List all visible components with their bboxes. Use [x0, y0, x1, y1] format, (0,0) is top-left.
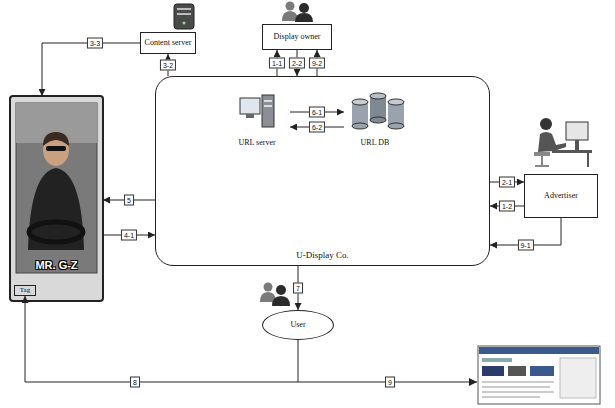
url-db: URL DB: [344, 91, 406, 149]
monitor-stand: [246, 114, 254, 118]
server-tower: [174, 4, 194, 29]
person-body: [538, 132, 566, 152]
callout-number: 7: [293, 283, 303, 294]
server-tower: [262, 95, 274, 127]
person-body: [295, 13, 313, 22]
db-bottom: [388, 123, 404, 129]
connector: [42, 43, 140, 96]
db-body: [388, 102, 404, 126]
node-text: User: [290, 320, 305, 329]
callout-number: 3-2: [160, 60, 176, 71]
monitor: [240, 98, 260, 114]
callout-number: 3-3: [87, 38, 103, 49]
page-block: [560, 358, 596, 398]
page-text-line: [482, 392, 554, 393]
desk: [552, 150, 592, 153]
user-ellipse: User: [262, 310, 334, 340]
owner-box: Display owner: [262, 24, 332, 50]
page-text-line: [482, 387, 550, 388]
db-bottom: [352, 123, 368, 129]
node-text: Content server: [145, 38, 192, 47]
db-top: [370, 93, 386, 99]
callout-number: 6-1: [309, 107, 325, 118]
db-body: [370, 96, 386, 120]
callout-number: 1-1: [269, 58, 285, 69]
display-device: [10, 96, 103, 301]
node-text: Advertiser: [544, 191, 578, 200]
display-screen-area: [16, 103, 97, 273]
node-text: URL DB: [361, 138, 390, 147]
monitor: [566, 122, 588, 140]
callout-number: 1-2: [499, 201, 515, 212]
chair: [534, 152, 550, 156]
server-light: [183, 22, 186, 25]
server-icon: [174, 4, 194, 29]
advertiser-box: Advertiser: [524, 174, 598, 218]
connector: [25, 296, 298, 382]
person-body: [272, 296, 290, 306]
page-block: [530, 366, 554, 376]
server-slot: [264, 100, 272, 102]
monitor-stand: [575, 140, 579, 150]
node-text: Tag: [20, 286, 30, 294]
person-head: [540, 118, 552, 130]
page-text-line: [482, 382, 554, 383]
callout-number: 5: [124, 195, 134, 206]
callout-number: 6-2: [309, 122, 325, 133]
page-frame: [478, 346, 600, 404]
callout-number: 9: [385, 377, 395, 388]
callout-number: 9-1: [517, 240, 533, 251]
chair-leg: [541, 156, 543, 166]
db-bottom: [370, 117, 386, 123]
person-head: [299, 3, 309, 13]
page-block: [508, 366, 526, 376]
server-slot: [264, 105, 272, 107]
person-head: [264, 283, 273, 292]
server-slot: [177, 13, 191, 15]
callout-number: 9-2: [309, 58, 325, 69]
steering-wheel: [29, 222, 83, 242]
page-text-line: [482, 397, 540, 398]
url-server: URL server: [224, 91, 290, 149]
node-text: Display owner: [274, 32, 321, 41]
callout-number: 2-1: [499, 177, 515, 188]
computer-icon: [240, 95, 274, 127]
man-hair: [43, 132, 69, 146]
display-frame: [10, 96, 103, 301]
web-page-screenshot: [478, 346, 600, 404]
person-head: [276, 285, 286, 295]
chair-base: [535, 165, 549, 167]
person-head: [286, 2, 295, 11]
page-block: [482, 358, 512, 362]
tag-box: Tag: [14, 285, 36, 296]
db-body: [352, 102, 368, 126]
display-screen: MR. G-Z Tag: [10, 96, 103, 301]
db-top: [352, 99, 368, 105]
company-box: U-Display Co. URL server URL DB: [155, 76, 490, 266]
node-text: URL server: [238, 138, 275, 147]
db-top: [388, 99, 404, 105]
page-header: [479, 347, 599, 354]
callout-number: 4-1: [121, 230, 137, 241]
callout-number: 8: [130, 377, 140, 388]
callout-number: 2-2: [289, 58, 305, 69]
database-icon: [352, 93, 404, 129]
node-text: MR. G-Z: [35, 259, 77, 272]
server-slot: [177, 8, 191, 10]
people-icon: [282, 2, 313, 23]
people-icon: [260, 283, 290, 307]
page-block: [482, 366, 504, 376]
man-body: [28, 168, 84, 250]
desk-leg: [587, 153, 589, 167]
server-box: Content server: [140, 32, 196, 54]
advertiser-icon: [534, 118, 592, 167]
node-text: U-Display Co.: [296, 250, 349, 260]
sunglasses: [46, 146, 66, 151]
